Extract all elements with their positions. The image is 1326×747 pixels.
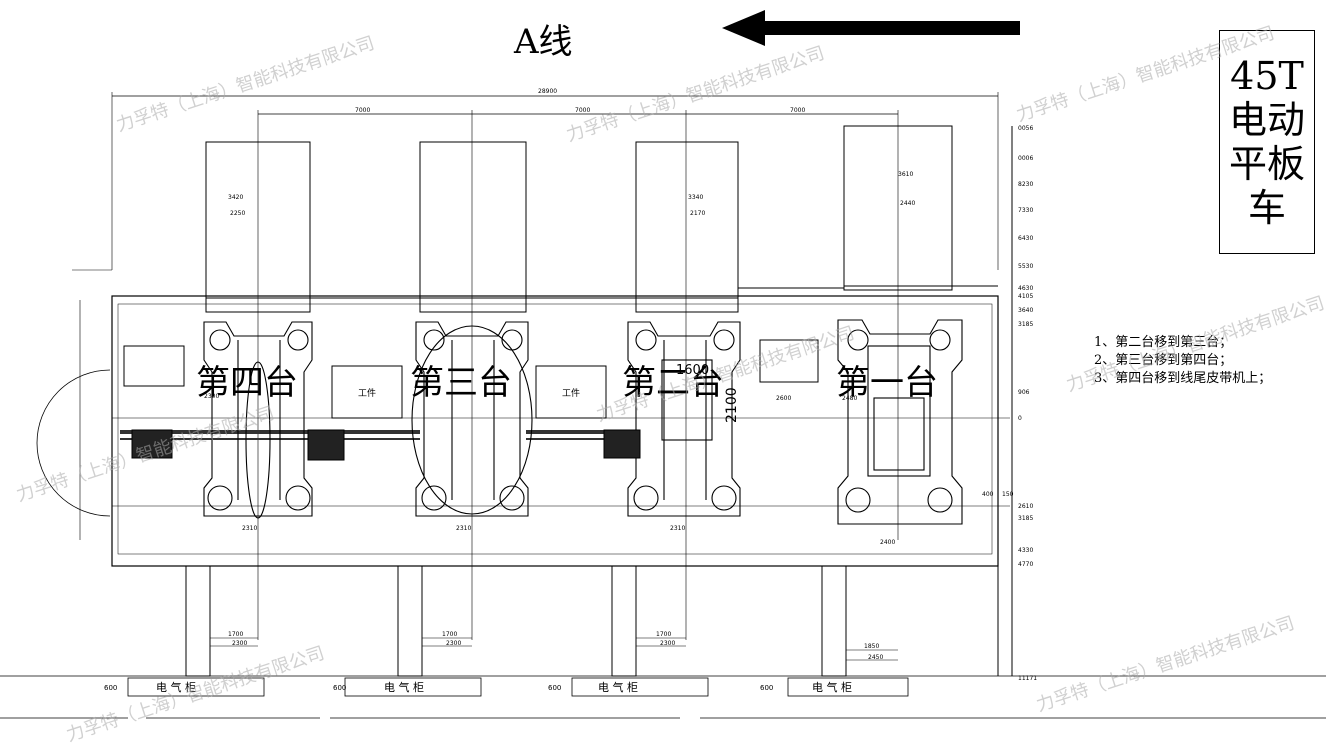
dim-misc-1600: 1600 — [676, 363, 709, 378]
mark: 4330 — [1018, 547, 1033, 554]
dim-misc-150: 150 — [1002, 491, 1014, 498]
dim-misc-2100: 2100 — [724, 387, 740, 423]
cabinet-label-1: 电 气 柜 — [156, 680, 196, 694]
station-label-2: 第二台 — [622, 363, 724, 403]
note-1: 1、第二台移到第三台； — [1094, 335, 1233, 350]
station-label-4: 第四台 — [196, 363, 298, 403]
station-label-1: 第一台 — [836, 363, 938, 403]
product-title-line: 平板 — [1228, 142, 1305, 186]
dim-gauge-2: 2310 — [456, 525, 471, 532]
dim-btotal-2: 2300 — [446, 640, 461, 647]
dim-spacing-2: 7000 — [575, 107, 590, 114]
product-title-line: 车 — [1247, 186, 1286, 230]
workpiece-label-2: 工件 — [562, 387, 580, 399]
cabinet-label-4: 电 气 柜 — [812, 680, 852, 694]
mark: 3185 — [1018, 515, 1033, 522]
dim-misc-400: 400 — [982, 491, 994, 498]
dim-spacing-1: 7000 — [355, 107, 370, 114]
cabinet-label-2: 电 气 柜 — [384, 680, 424, 694]
line-title: A线 — [514, 22, 573, 62]
dim-inner-2: 3340 — [688, 194, 703, 201]
station-label-3: 第三台 — [410, 363, 512, 403]
mark: 3185 — [1018, 321, 1033, 328]
dim-inner-3: 3610 — [898, 171, 913, 178]
dim-gap-2: 1700 — [442, 631, 457, 638]
mark: 0 — [1018, 415, 1022, 422]
dim-spacing-3: 7000 — [790, 107, 805, 114]
dim-btotal-1: 2300 — [232, 640, 247, 647]
dim-sub-3: 2440 — [900, 200, 915, 207]
dim-misc-2480: 2480 — [842, 395, 857, 402]
mark: 11171 — [1018, 675, 1037, 682]
dim-gauge-3: 2310 — [670, 525, 685, 532]
mark: 4770 — [1018, 561, 1033, 568]
product-title-line: 45T — [1230, 54, 1304, 98]
dim-gap-4: 1850 — [864, 643, 879, 650]
dim-gauge-4: 2400 — [880, 539, 895, 546]
workpiece-label-1: 工件 — [358, 387, 376, 399]
cart-3 — [411, 321, 533, 517]
mark: 7330 — [1018, 207, 1033, 214]
dim-btotal-3: 2300 — [660, 640, 675, 647]
dim-sub-2: 2170 — [690, 210, 705, 217]
mark: 906 — [1018, 389, 1030, 396]
dim-total: 28900 — [538, 88, 557, 95]
process-notes: 1、第二台移到第三台； 2、第三台移到第四台； 3、第四台移到线尾皮带机上； — [1094, 334, 1271, 388]
dim-gap-3: 1700 — [656, 631, 671, 638]
mark: 6430 — [1018, 235, 1033, 242]
dim-gauge-1: 2310 — [242, 525, 257, 532]
cart-4 — [203, 321, 313, 519]
note-2: 2、第三台移到第四台； — [1094, 353, 1233, 368]
cabinet-num-1: 600 — [104, 684, 117, 692]
cabinet-num-4: 600 — [760, 684, 773, 692]
note-3: 3、第四台移到线尾皮带机上； — [1094, 371, 1272, 386]
dim-inner-1: 3420 — [228, 194, 243, 201]
cabinet-label-3: 电 气 柜 — [598, 680, 638, 694]
cart-1 — [837, 319, 963, 525]
dim-gap-1: 1700 — [228, 631, 243, 638]
mark: 3640 — [1018, 307, 1033, 314]
right-elevation-marks: 0056 0006 8230 7330 6430 5530 4630 4105 … — [1018, 125, 1037, 682]
mark: 4630 — [1018, 285, 1033, 292]
product-title-box: 45T 电动 平板 车 — [1219, 30, 1315, 254]
dim-misc-2300: 2300 — [204, 393, 219, 400]
mark: 2610 — [1018, 503, 1033, 510]
dim-sub-1: 2250 — [230, 210, 245, 217]
cabinet-num-3: 600 — [548, 684, 561, 692]
cabinet-num-2: 600 — [333, 684, 346, 692]
mark: 4105 — [1018, 293, 1033, 300]
product-title-line: 电动 — [1228, 98, 1305, 142]
mark: 5530 — [1018, 263, 1033, 270]
dim-misc-2600: 2600 — [776, 395, 791, 402]
mark: 0056 — [1018, 125, 1033, 132]
mark: 8230 — [1018, 181, 1033, 188]
mark: 0006 — [1018, 155, 1033, 162]
direction-arrow-icon — [722, 10, 1020, 46]
dim-btotal-4: 2450 — [868, 654, 883, 661]
